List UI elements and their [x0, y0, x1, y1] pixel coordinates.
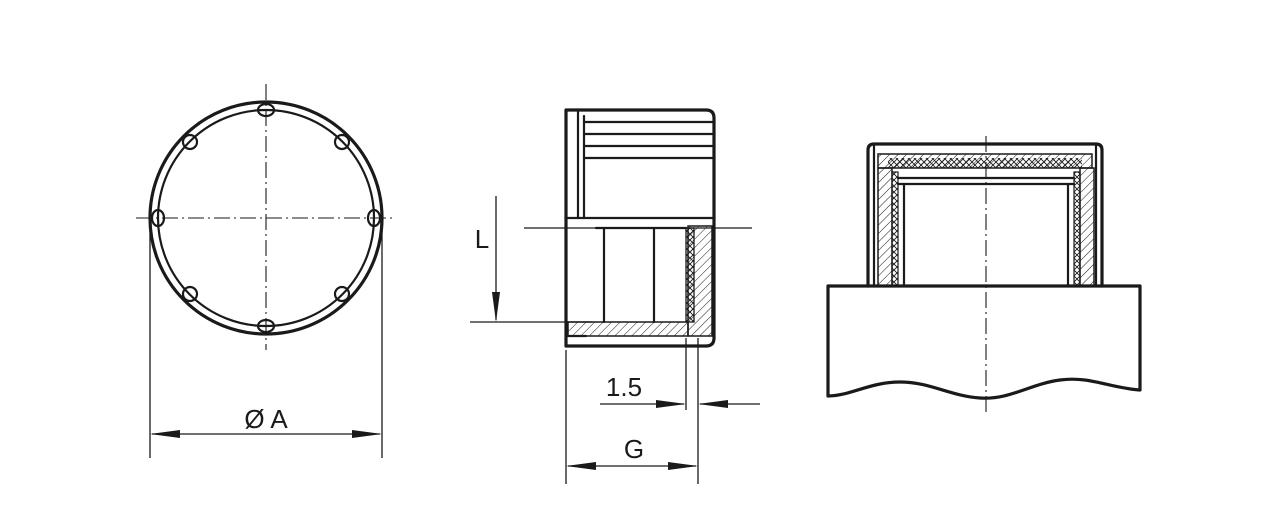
- cap-outline-lower: [564, 216, 716, 348]
- grip-notch: [333, 285, 351, 303]
- wall-label: 1.5: [606, 372, 642, 402]
- length-dimension: L: [470, 196, 592, 323]
- grip-notch: [333, 133, 351, 151]
- cap-left-insert: [891, 171, 899, 287]
- cap-right-insert: [1073, 171, 1081, 287]
- arrowhead: [668, 462, 698, 470]
- mounted-cap-outline: [866, 142, 1104, 288]
- grip-notch: [181, 133, 199, 151]
- side-section-view: L 1.5 G: [470, 108, 760, 484]
- mounted-section-view: [826, 136, 1142, 414]
- wall-dimension: 1.5: [600, 338, 760, 484]
- cap-left-wall-hatch: [877, 167, 893, 287]
- cap-top-insert: [888, 158, 1082, 168]
- arrowhead: [566, 462, 596, 470]
- base-body-outline: [826, 284, 1142, 400]
- cap-outline-upper: [564, 108, 716, 220]
- arrowhead: [698, 400, 728, 408]
- arrowhead: [656, 400, 686, 408]
- diameter-label: Ø A: [244, 404, 288, 434]
- thread-dimension: G: [565, 350, 698, 484]
- length-label: L: [475, 224, 489, 254]
- thread-insert: [685, 227, 695, 323]
- thread-label: G: [624, 434, 644, 464]
- grip-notch: [181, 285, 199, 303]
- arrowhead: [150, 430, 180, 438]
- arrowhead: [352, 430, 382, 438]
- arrowhead: [492, 292, 500, 322]
- front-view: Ø A: [136, 84, 396, 458]
- section-hatch-bottom: [567, 321, 689, 337]
- diameter-dimension: Ø A: [149, 222, 383, 458]
- cap-right-wall-hatch: [1079, 167, 1095, 287]
